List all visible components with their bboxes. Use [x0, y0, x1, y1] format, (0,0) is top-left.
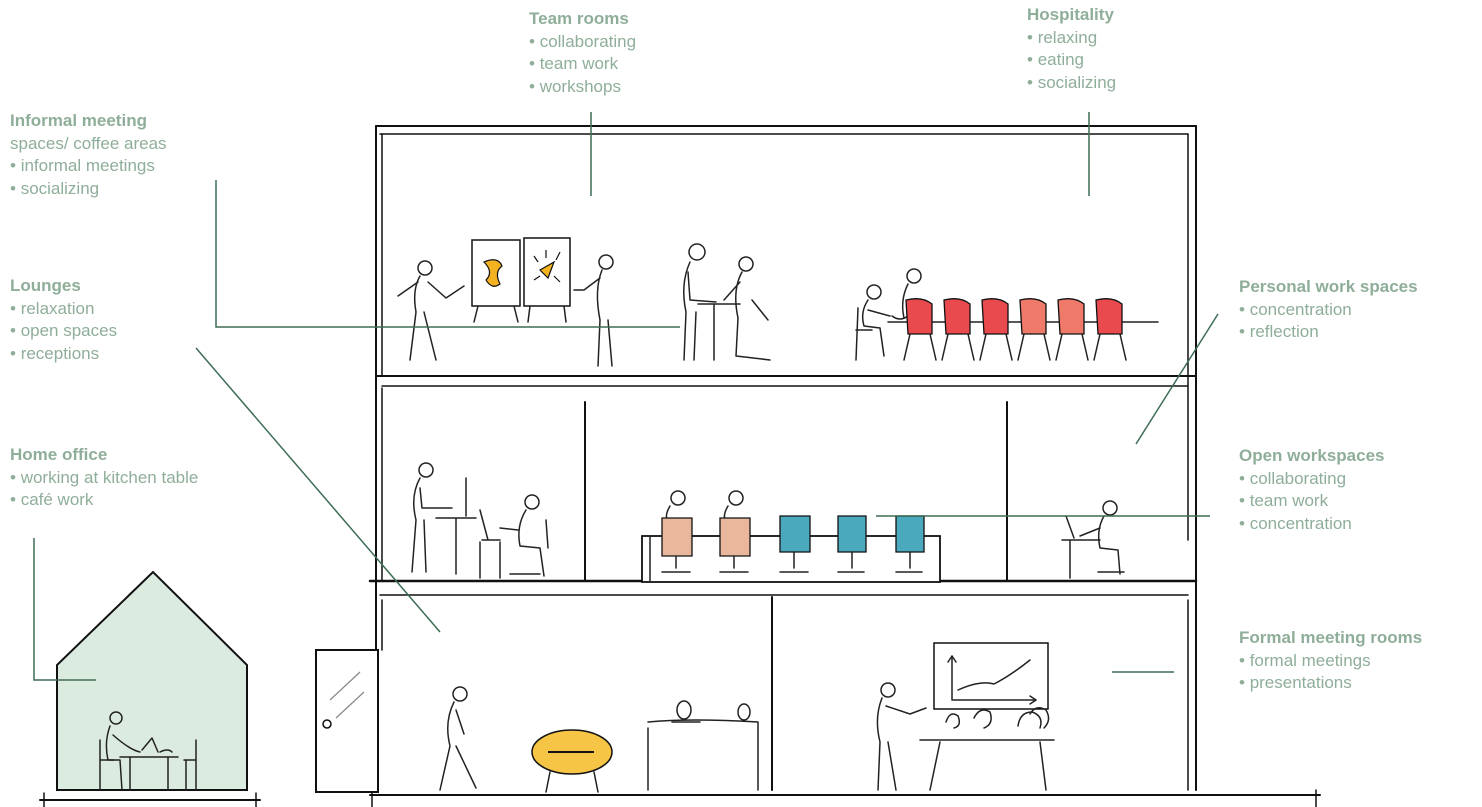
label-item: formal meetings — [1239, 650, 1422, 673]
label-item: working at kitchen table — [10, 467, 199, 490]
chair-icon — [719, 517, 751, 573]
label-item: open spaces — [10, 320, 117, 343]
chair-icon — [1017, 298, 1051, 361]
formal-meeting-scene — [876, 642, 1055, 791]
label-item: café work — [10, 489, 198, 512]
label-item: socializing — [10, 178, 167, 201]
chair-icon — [779, 515, 811, 573]
informal-meeting-scene — [397, 237, 614, 367]
label-item: relaxing — [1027, 27, 1116, 50]
label-title: Lounges — [10, 276, 81, 295]
label-item: eating — [1027, 49, 1116, 72]
person-icon — [683, 243, 717, 361]
label-title: Team rooms — [529, 9, 629, 28]
label-item: collaborating — [529, 31, 636, 54]
label-item: concentration — [1239, 513, 1385, 536]
lounge-scene — [439, 686, 759, 793]
chair-icon — [979, 298, 1013, 361]
label-formal-meeting-rooms: Formal meeting rooms formal meetings pre… — [1239, 627, 1422, 695]
label-item: workshops — [529, 76, 636, 99]
person-icon — [876, 682, 927, 791]
person-icon — [855, 284, 891, 361]
label-open-workspaces: Open workspaces collaborating team work … — [1239, 445, 1385, 535]
team-room-scene — [683, 243, 771, 361]
home-office-house — [39, 570, 261, 807]
chair-icon — [1055, 298, 1089, 361]
label-item: concentration — [1239, 299, 1418, 322]
label-item: receptions — [10, 343, 117, 366]
label-title: Personal work spaces — [1239, 277, 1418, 296]
label-title: Informal meeting — [10, 111, 147, 130]
label-item: presentations — [1239, 672, 1422, 695]
label-item: team work — [529, 53, 636, 76]
leader-lines — [33, 112, 1219, 681]
whiteboard-icon — [471, 237, 571, 323]
laptop-icon — [479, 509, 501, 541]
office-building — [315, 125, 1321, 807]
label-home-office: Home office working at kitchen table caf… — [10, 444, 198, 512]
door-icon — [315, 649, 379, 793]
lounge-table — [531, 729, 613, 793]
label-item: relaxation — [10, 298, 117, 321]
rising-chart-icon — [933, 642, 1049, 710]
label-personal-work-spaces: Personal work spaces concentration refle… — [1239, 276, 1418, 344]
person-icon — [671, 700, 701, 723]
person-icon — [973, 709, 992, 729]
chair-icon — [661, 517, 693, 573]
label-title: Formal meeting rooms — [1239, 628, 1423, 647]
standing-desk-scene — [411, 462, 549, 579]
label-title: Home office — [10, 445, 108, 464]
label-subtitle: spaces/ coffee areas — [10, 133, 167, 153]
person-icon — [439, 686, 477, 791]
person-icon — [411, 462, 453, 573]
person-icon — [723, 256, 771, 361]
label-hospitality: Hospitality relaxing eating socializing — [1027, 4, 1116, 94]
label-informal-meeting: Informal meeting spaces/ coffee areas in… — [10, 110, 167, 200]
chair-icon — [837, 515, 867, 573]
open-workspace-scene — [641, 490, 941, 583]
person-icon — [737, 703, 751, 721]
hospitality-scene — [855, 268, 1159, 361]
person-icon — [499, 494, 549, 577]
chair-icon — [903, 298, 937, 361]
label-item: informal meetings — [10, 155, 167, 178]
chair-icon — [941, 298, 975, 361]
label-title: Open workspaces — [1239, 446, 1385, 465]
label-item: reflection — [1239, 321, 1418, 344]
kitchen-table-person-icon — [99, 711, 197, 791]
person-icon — [397, 260, 465, 361]
label-title: Hospitality — [1027, 5, 1114, 24]
person-icon — [901, 268, 922, 319]
person-icon — [573, 254, 614, 367]
label-team-rooms: Team rooms collaborating team work works… — [529, 8, 636, 98]
label-lounges: Lounges relaxation open spaces reception… — [10, 275, 117, 365]
person-icon — [945, 713, 961, 729]
personal-workspace-scene — [1061, 500, 1125, 579]
label-item: socializing — [1027, 72, 1116, 95]
person-icon — [1079, 500, 1121, 575]
label-item: team work — [1239, 490, 1385, 513]
chair-icon — [1093, 298, 1127, 361]
person-icon — [1029, 707, 1050, 729]
label-item: collaborating — [1239, 468, 1385, 491]
